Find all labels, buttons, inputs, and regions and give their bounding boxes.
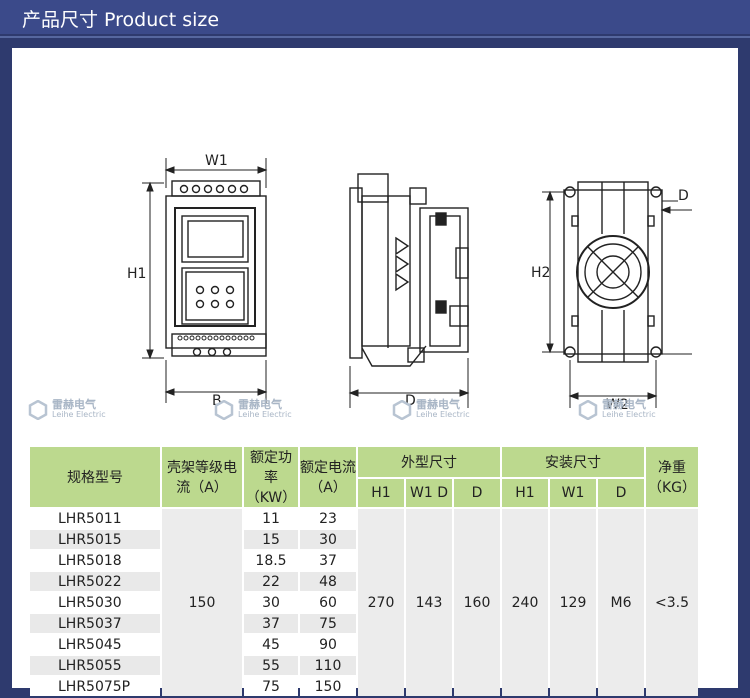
cell-power: 55 bbox=[244, 656, 298, 675]
cell-current: 75 bbox=[300, 614, 356, 633]
label-b: B bbox=[212, 393, 222, 409]
watermark-cn: 雷赫电气 bbox=[416, 398, 460, 411]
cell-model: LHR5015 bbox=[30, 530, 160, 549]
cell-model: LHR5037 bbox=[30, 614, 160, 633]
cell-power: 75 bbox=[244, 677, 298, 696]
cell-power: 18.5 bbox=[244, 551, 298, 570]
label-d-side: D bbox=[405, 393, 416, 409]
label-w2: W2 bbox=[606, 397, 629, 413]
header-outer-w1d: W1 D bbox=[406, 478, 452, 507]
header-outer: 外型尺寸 bbox=[358, 447, 500, 477]
header-mount: 安装尺寸 bbox=[502, 447, 644, 477]
label-h2: H2 bbox=[531, 265, 550, 281]
header-current: 额定电流（A） bbox=[300, 447, 356, 507]
watermark-en: Leihe Electric bbox=[238, 410, 292, 419]
dimension-drawings: W1 H1 B D H2 D W2 bbox=[127, 153, 692, 413]
cell-model: LHR5030 bbox=[30, 593, 160, 612]
label-w1: W1 bbox=[205, 153, 228, 169]
cell-model: LHR5018 bbox=[30, 551, 160, 570]
watermark-en: Leihe Electric bbox=[602, 410, 656, 419]
watermark-cn: 雷赫电气 bbox=[238, 398, 282, 411]
watermark-en: Leihe Electric bbox=[52, 410, 106, 419]
cell-current: 60 bbox=[300, 593, 356, 612]
front-view-drawing bbox=[142, 158, 268, 403]
top-terminals bbox=[179, 184, 249, 194]
cell-current: 30 bbox=[300, 530, 356, 549]
header-mount-h1: H1 bbox=[502, 478, 548, 507]
spec-table: 规格型号 壳架等级电流（A） 额定功率（KW） 额定电流（A） 外型尺寸 安装尺… bbox=[28, 445, 700, 698]
cell-power: 15 bbox=[244, 530, 298, 549]
logo-icon bbox=[214, 400, 234, 420]
header-mount-w1: W1 bbox=[550, 478, 596, 507]
cell-power: 45 bbox=[244, 635, 298, 654]
page-title: 产品尺寸 Product size bbox=[22, 9, 220, 31]
cell-model: LHR5045 bbox=[30, 635, 160, 654]
header-model: 规格型号 bbox=[30, 447, 160, 507]
cell-current: 23 bbox=[300, 509, 356, 528]
logo-icon bbox=[392, 400, 412, 420]
keypad-buttons bbox=[195, 285, 235, 309]
cell-mount-d: M6 bbox=[598, 509, 644, 696]
cell-model: LHR5055 bbox=[30, 656, 160, 675]
cell-current: 37 bbox=[300, 551, 356, 570]
table-row: LHR5011 150 11 23 270 143 160 240 129 M6… bbox=[30, 509, 698, 696]
cell-power: 22 bbox=[244, 572, 298, 591]
cell-power: 37 bbox=[244, 614, 298, 633]
cell-current: 90 bbox=[300, 635, 356, 654]
header-divider bbox=[0, 36, 750, 38]
mounting-view-drawing bbox=[542, 181, 692, 408]
cell-outer-h1: 270 bbox=[358, 509, 404, 696]
label-d-top: D bbox=[678, 188, 689, 204]
header-bar: 产品尺寸 Product size bbox=[0, 0, 750, 34]
cell-weight: <3.5 bbox=[646, 509, 698, 696]
header-mount-d: D bbox=[598, 478, 644, 507]
cell-mount-w1: 129 bbox=[550, 509, 596, 696]
cell-model: LHR5075P bbox=[30, 677, 160, 696]
cell-mount-h1: 240 bbox=[502, 509, 548, 696]
cell-model: LHR5022 bbox=[30, 572, 160, 591]
cell-current: 48 bbox=[300, 572, 356, 591]
cell-outer-w1d: 143 bbox=[406, 509, 452, 696]
control-terminals bbox=[177, 335, 255, 341]
header-weight: 净重（KG） bbox=[646, 447, 698, 507]
header-outer-d: D bbox=[454, 478, 500, 507]
watermark-cn: 雷赫电气 bbox=[52, 398, 96, 411]
cell-power: 11 bbox=[244, 509, 298, 528]
cell-frame: 150 bbox=[162, 509, 242, 696]
cell-outer-d: 160 bbox=[454, 509, 500, 696]
watermark-en: Leihe Electric bbox=[416, 410, 470, 419]
watermark-cn: 雷赫电气 bbox=[602, 398, 646, 411]
label-h1: H1 bbox=[127, 266, 146, 282]
header-outer-h1: H1 bbox=[358, 478, 404, 507]
header-power: 额定功率（KW） bbox=[244, 447, 298, 507]
cell-current: 110 bbox=[300, 656, 356, 675]
header-frame: 壳架等级电流（A） bbox=[162, 447, 242, 507]
cell-power: 30 bbox=[244, 593, 298, 612]
logo-icon bbox=[28, 400, 48, 420]
cell-model: LHR5011 bbox=[30, 509, 160, 528]
cell-current: 150 bbox=[300, 677, 356, 696]
side-view-drawing bbox=[348, 173, 470, 408]
logo-icon bbox=[578, 400, 598, 420]
